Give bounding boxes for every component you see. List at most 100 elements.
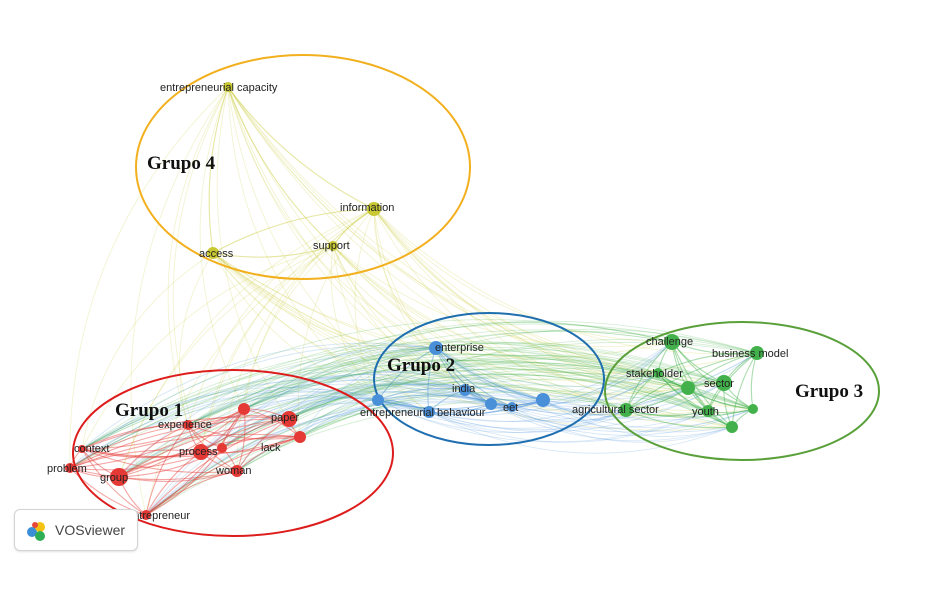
- node-label-access[interactable]: access: [199, 248, 234, 260]
- network-edge: [200, 436, 301, 454]
- node-label-support[interactable]: support: [313, 240, 350, 252]
- network-edge: [200, 391, 513, 453]
- node-sector[interactable]: [716, 375, 732, 391]
- vosviewer-logo[interactable]: VOSviewer: [14, 509, 138, 551]
- node-youth[interactable]: [702, 405, 714, 417]
- node-g2a[interactable]: [372, 394, 384, 406]
- node-label-group[interactable]: group: [100, 472, 128, 484]
- node-label-sector[interactable]: sector: [704, 378, 734, 390]
- network-edge: [243, 343, 659, 410]
- node-label-entrepreneurial-behaviour[interactable]: entrepreneurial behaviour: [360, 407, 486, 419]
- network-edge: [731, 352, 758, 428]
- node-g1b[interactable]: [217, 443, 227, 453]
- node-label-process[interactable]: process: [179, 446, 218, 458]
- node-label-agricultural-sector[interactable]: agricultural sector: [572, 404, 659, 416]
- network-edge: [227, 86, 733, 428]
- network-edge: [69, 433, 301, 469]
- node-experience[interactable]: [183, 420, 193, 430]
- network-edge: [243, 348, 689, 410]
- node-g3b[interactable]: [748, 404, 758, 414]
- node-label-paper[interactable]: paper: [271, 412, 299, 424]
- group-label-g3: Grupo 3: [795, 381, 863, 402]
- network-edge: [332, 245, 725, 386]
- node-context[interactable]: [78, 445, 86, 453]
- node-g1a[interactable]: [238, 403, 250, 415]
- network-edge: [625, 341, 673, 411]
- node-label-problem[interactable]: problem: [47, 463, 87, 475]
- node-g2c[interactable]: [536, 393, 550, 407]
- node-label-youth[interactable]: youth: [692, 406, 719, 418]
- network-edge: [221, 208, 375, 449]
- network-edge: [69, 383, 492, 469]
- node-business-model[interactable]: [750, 346, 764, 360]
- network-edge: [373, 208, 754, 410]
- node-support[interactable]: [328, 241, 338, 251]
- network-edge: [299, 407, 430, 438]
- network-edge: [187, 208, 375, 426]
- node-label-challenge[interactable]: challenge: [646, 336, 693, 348]
- network-edge: [118, 391, 492, 478]
- network-edge: [200, 208, 375, 453]
- network-edge: [81, 424, 189, 450]
- network-edge: [212, 252, 689, 395]
- network-edge: [145, 389, 709, 516]
- node-woman[interactable]: [231, 465, 243, 477]
- node-india[interactable]: [459, 384, 471, 396]
- network-edge: [243, 388, 379, 410]
- node-label-experience[interactable]: experience: [158, 419, 212, 431]
- network-edge: [377, 399, 627, 433]
- network-edge: [69, 449, 202, 469]
- network-edge: [81, 408, 245, 450]
- node-g2b[interactable]: [485, 398, 497, 410]
- node-label-woman[interactable]: woman: [215, 465, 251, 477]
- network-edge: [464, 352, 758, 407]
- node-eet[interactable]: [507, 402, 517, 412]
- node-label-entrepreneurial-capacity[interactable]: entrepreneurial capacity: [160, 82, 278, 94]
- node-label-enterprise[interactable]: enterprise: [435, 342, 484, 354]
- network-edge: [464, 389, 544, 402]
- network-edge: [212, 252, 725, 394]
- node-entrepreneurial-behaviour[interactable]: [423, 406, 435, 418]
- network-edge: [332, 245, 437, 349]
- node-agricultural-sector[interactable]: [619, 403, 633, 417]
- network-edge: [212, 252, 659, 381]
- node-label-information[interactable]: information: [340, 202, 394, 214]
- node-label-stakeholder[interactable]: stakeholder: [626, 368, 683, 380]
- node-access[interactable]: [207, 247, 219, 259]
- network-edge: [542, 372, 659, 404]
- network-edge: [377, 394, 513, 408]
- node-label-business-model[interactable]: business model: [712, 348, 788, 360]
- node-problem[interactable]: [65, 463, 75, 473]
- node-enterprise[interactable]: [429, 341, 443, 355]
- network-edge: [332, 245, 430, 413]
- node-female-entrepreneur[interactable]: [141, 510, 151, 520]
- node-process[interactable]: [193, 444, 209, 460]
- node-group[interactable]: [110, 468, 128, 486]
- node-entrepreneurial-capacity[interactable]: [223, 82, 233, 92]
- node-g3c[interactable]: [726, 421, 738, 433]
- node-g3a[interactable]: [681, 381, 695, 395]
- node-information[interactable]: [367, 202, 381, 216]
- network-edge: [227, 86, 375, 210]
- network-edge: [227, 86, 430, 413]
- network-edge: [81, 448, 147, 516]
- network-edge: [236, 436, 301, 472]
- node-label-lack[interactable]: lack: [261, 442, 281, 454]
- node-stakeholder[interactable]: [653, 368, 663, 378]
- node-label-eet[interactable]: eet: [503, 402, 518, 414]
- network-edge: [435, 347, 709, 419]
- node-challenge[interactable]: [664, 334, 680, 350]
- node-paper[interactable]: [281, 411, 297, 427]
- node-label-context[interactable]: context: [74, 443, 109, 455]
- node-label-india[interactable]: india: [452, 383, 476, 395]
- network-edge: [130, 86, 229, 516]
- network-edge: [373, 208, 689, 389]
- network-edge: [243, 378, 492, 410]
- network-edge: [145, 245, 334, 516]
- network-edge: [243, 371, 544, 410]
- node-lack[interactable]: [294, 431, 306, 443]
- network-edge: [332, 245, 689, 389]
- network-edge: [69, 408, 245, 469]
